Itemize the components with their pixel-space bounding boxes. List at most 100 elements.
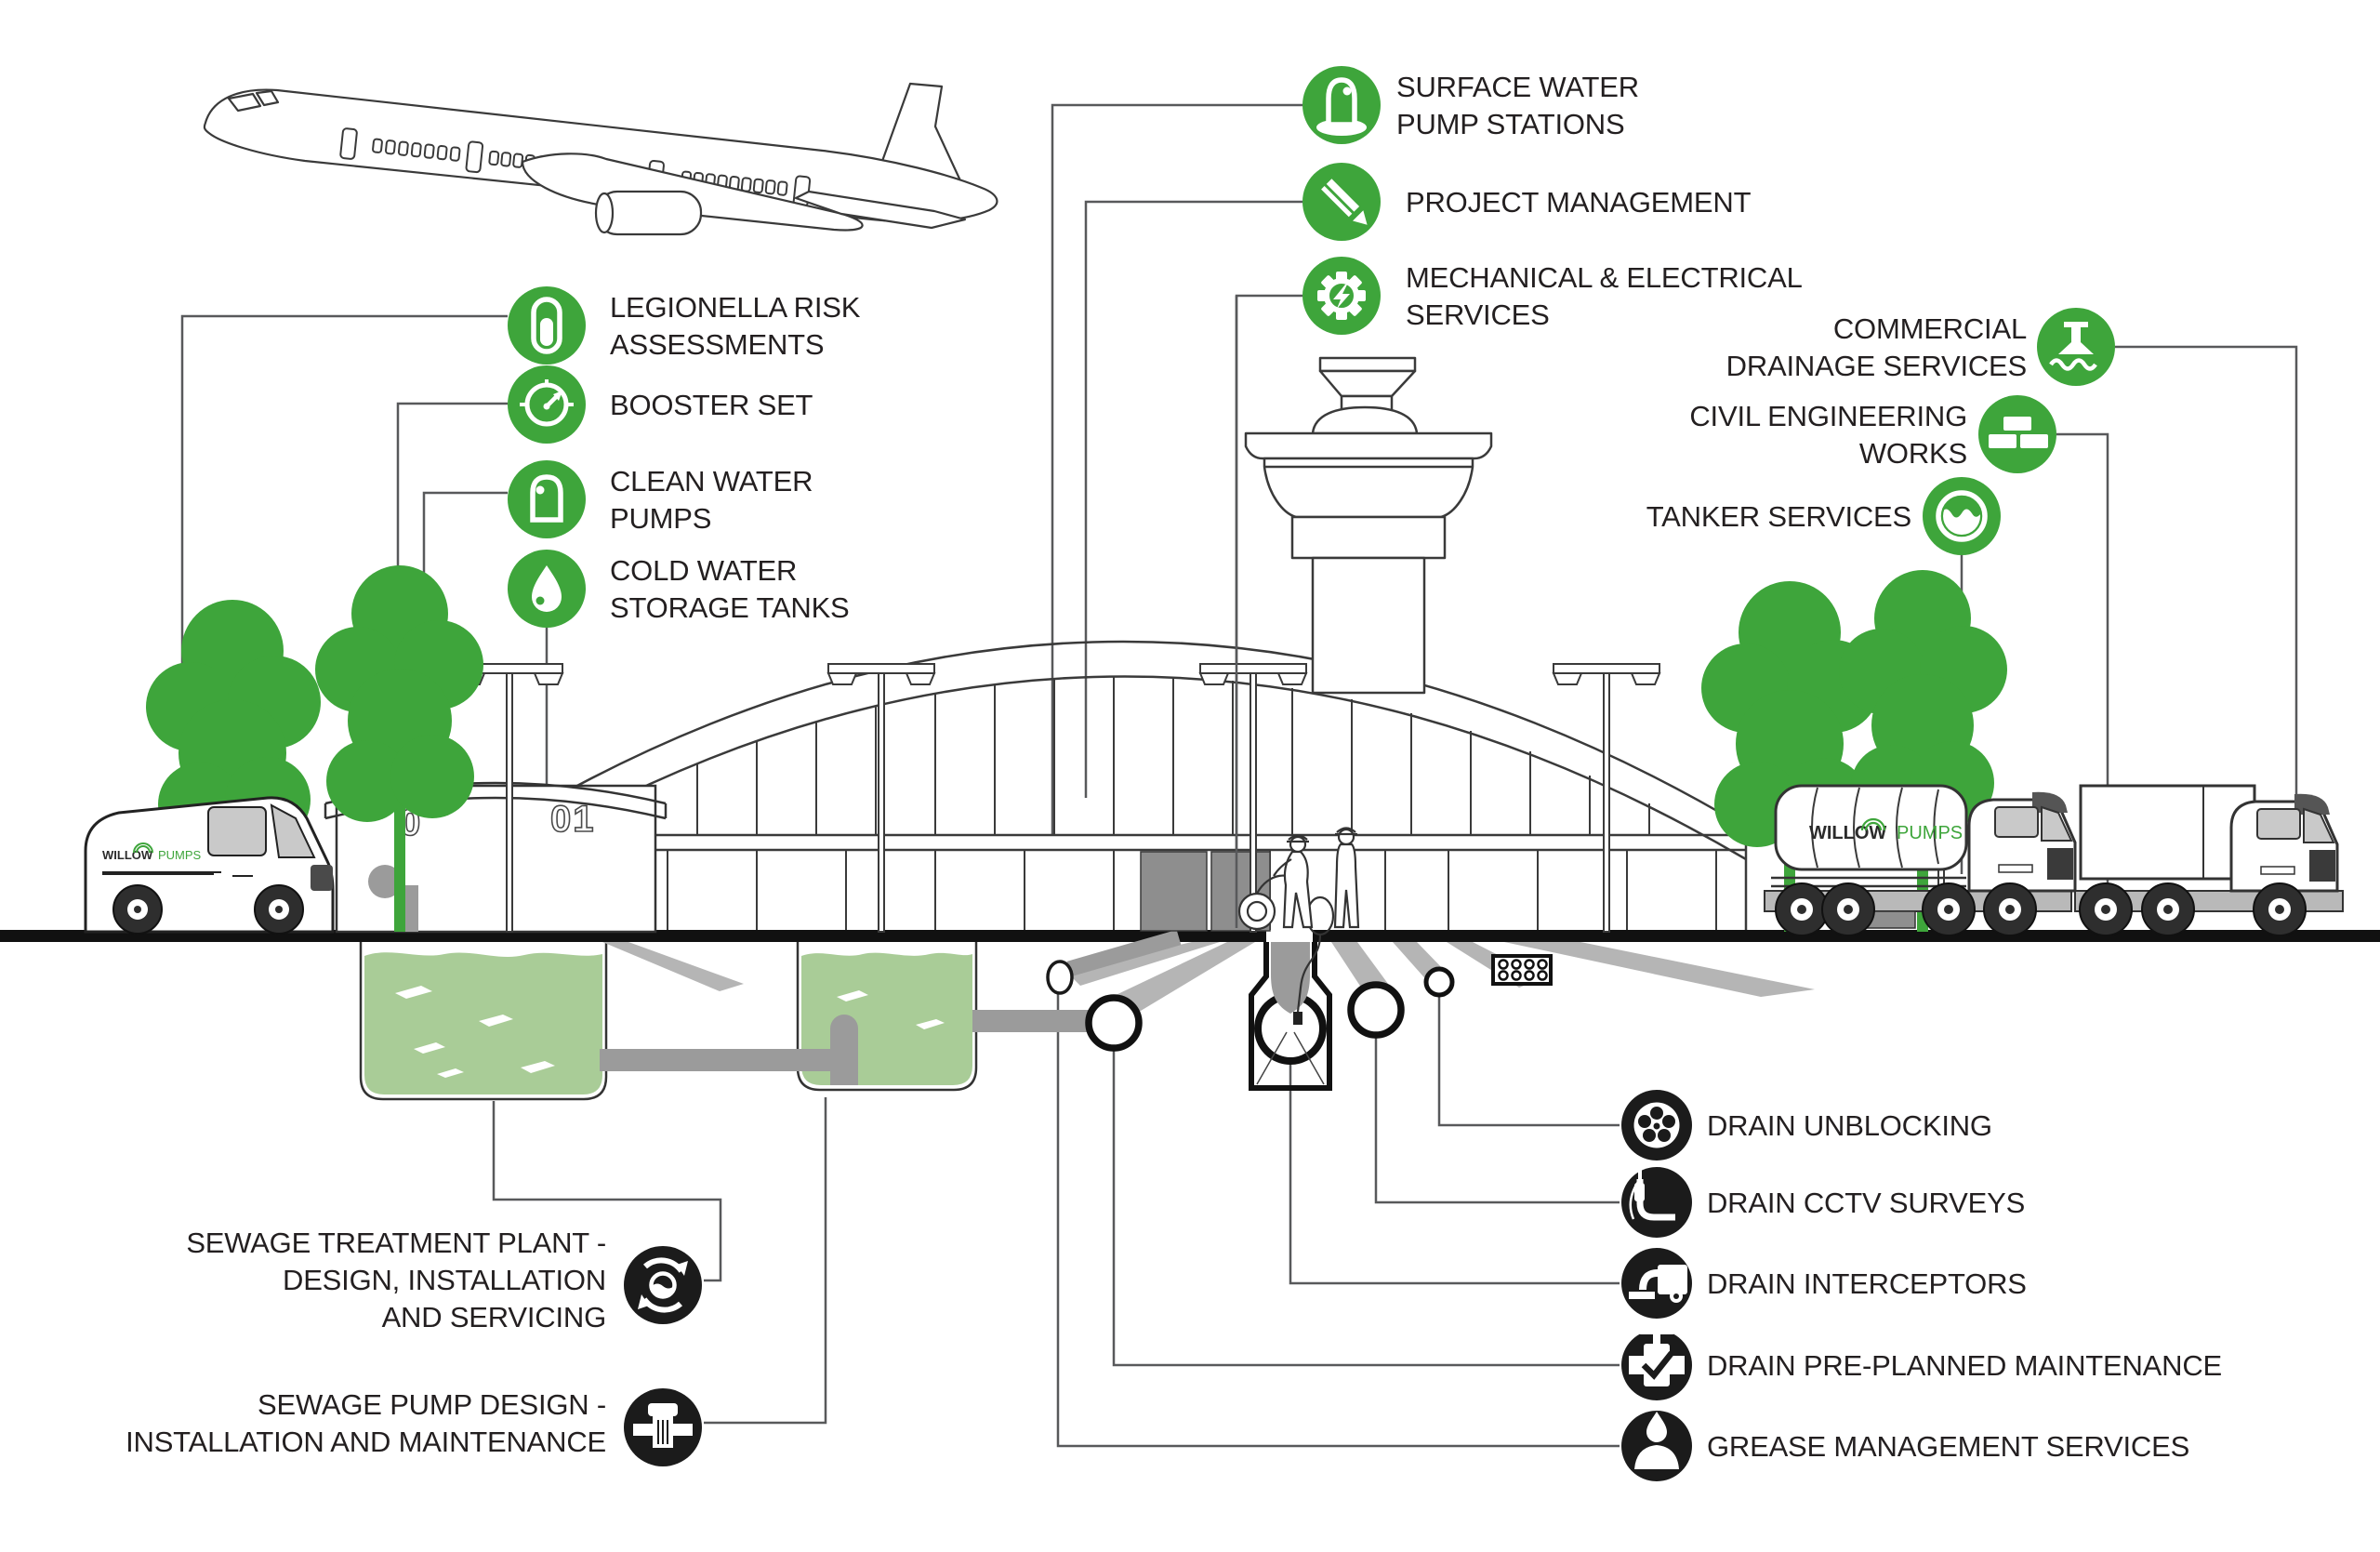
leader-sewage-treatment xyxy=(492,1101,722,1282)
worker-bending xyxy=(1273,834,1314,929)
label-cold-water-2: STORAGE TANKS xyxy=(610,591,850,624)
tower-cab-roof xyxy=(1244,431,1493,460)
label-civil-1: CIVIL ENGINEERING xyxy=(1689,400,1967,432)
tanker-trim xyxy=(1998,864,2033,873)
airplane-cockpit-windows xyxy=(227,89,280,113)
leader-civil-engineering xyxy=(2056,432,2109,913)
label-drain-unblocking: DRAIN UNBLOCKING xyxy=(1707,1109,1992,1142)
label-mech-elec-2: SERVICES xyxy=(1406,298,1550,331)
leader-project-management xyxy=(1084,200,1302,798)
inlet-pipe-diagonal xyxy=(1066,929,1182,977)
outlet-pipe xyxy=(972,1010,1093,1032)
hose-nozzle xyxy=(1293,1012,1302,1025)
tank-number-01: 01 xyxy=(550,799,596,840)
tower-block xyxy=(1290,515,1447,560)
box-truck-windshield xyxy=(2303,807,2335,843)
label-commercial-1: COMMERCIAL xyxy=(1833,312,2027,345)
pump-station-icon xyxy=(1302,66,1381,144)
label-project-management: PROJECT MANAGEMENT xyxy=(1406,186,1752,219)
gooseneck-pump-ball xyxy=(368,865,402,898)
water-drop-icon xyxy=(508,550,586,628)
fascia-band xyxy=(519,833,1746,852)
box-truck xyxy=(2074,784,2344,936)
label-legionella-1: LEGIONELLA RISK xyxy=(610,291,861,324)
label-sewage-treatment-1: SEWAGE TREATMENT PLANT - xyxy=(186,1227,606,1259)
van-logo-pumps: PUMPS xyxy=(158,848,202,862)
tanker-wheels xyxy=(1775,882,2037,936)
interceptor-braces xyxy=(1256,1031,1325,1085)
label-surface-water-2: PUMP STATIONS xyxy=(1396,108,1624,140)
label-mech-elec-1: MECHANICAL & ELECTRICAL xyxy=(1406,261,1803,294)
box-truck-front-panel xyxy=(2309,850,2335,882)
test-tube-icon xyxy=(508,286,586,365)
grease-trap-icon xyxy=(1621,1411,1692,1481)
label-drain-cctv: DRAIN CCTV SURVEYS xyxy=(1707,1187,2025,1219)
van-wheels xyxy=(112,884,304,935)
tower-antenna-box xyxy=(1318,356,1417,373)
leader-commercial-drainage xyxy=(2115,345,2298,913)
leader-surface-water xyxy=(1051,103,1302,834)
airplane-engine-intake xyxy=(594,192,615,234)
label-sewage-pump-1: SEWAGE PUMP DESIGN - xyxy=(258,1388,606,1421)
box-truck-body xyxy=(2079,784,2256,881)
label-cold-water-1: COLD WATER xyxy=(610,554,797,587)
tanker-side-window xyxy=(1994,806,2039,838)
van-grille xyxy=(311,865,333,891)
label-surface-water-1: SURFACE WATER xyxy=(1396,71,1639,103)
tree xyxy=(1701,581,1880,932)
tower-antenna-funnel xyxy=(1318,369,1417,398)
leader-drain-interceptors xyxy=(1289,1041,1620,1285)
worker-standing xyxy=(1333,827,1360,929)
tower-shaft xyxy=(1311,556,1426,695)
drain-runs xyxy=(602,942,1815,1014)
pump-icon xyxy=(508,460,586,538)
label-drain-interceptors: DRAIN INTERCEPTORS xyxy=(1707,1267,2027,1300)
airplane-wing xyxy=(521,153,864,232)
cctv-pipe-icon xyxy=(1621,1167,1692,1238)
interceptor-truck-icon xyxy=(1621,1248,1692,1319)
leader-drain-unblocking xyxy=(1437,988,1620,1127)
underground xyxy=(359,929,1815,1101)
roof-arch-inner xyxy=(518,675,1747,861)
rodding-wheel-icon xyxy=(1621,1090,1692,1161)
control-tower xyxy=(1244,356,1493,695)
van-logo-willow: WILLOW xyxy=(102,848,153,862)
sewage-pump-icon xyxy=(624,1388,702,1466)
tanker-barrel xyxy=(1774,784,1968,871)
label-sewage-treatment-2: DESIGN, INSTALLATION xyxy=(283,1264,606,1296)
maintenance-workers xyxy=(1237,827,1360,1025)
tanker-logo-willow: WILLOW xyxy=(1809,823,1886,843)
label-civil-2: WORKS xyxy=(1859,437,1967,470)
van-windshield xyxy=(270,803,316,858)
leader-drain-cctv xyxy=(1374,1023,1620,1204)
pencil-icon xyxy=(1302,163,1381,241)
bricks-icon xyxy=(1978,395,2056,473)
glazing-mullions xyxy=(577,676,1650,835)
transfer-pipe xyxy=(600,1049,844,1071)
label-drain-preplanned: DRAIN PRE-PLANNED MAINTENANCE xyxy=(1707,1349,2222,1382)
tanker-barrel-seams xyxy=(1811,787,1939,869)
gear-bolt-icon xyxy=(1302,257,1381,335)
recycle-tank-icon xyxy=(624,1246,702,1324)
pipe-section-1 xyxy=(1085,994,1143,1052)
label-sewage-treatment-3: AND SERVICING xyxy=(382,1301,606,1333)
van-logo: WILLOW PUMPS xyxy=(102,842,221,873)
leader-grease-management xyxy=(1056,982,1620,1448)
gauge-icon xyxy=(508,365,586,444)
terminal-building xyxy=(517,640,1748,932)
valve-check-icon xyxy=(1621,1327,1692,1400)
van-body-line xyxy=(102,873,253,877)
tanker-windshield xyxy=(2041,805,2073,842)
tanker-logo: WILLOW PUMPS xyxy=(1809,817,1963,843)
tanker-truck: WILLOW PUMPS xyxy=(1764,784,2077,936)
tree xyxy=(315,565,483,932)
trees-left xyxy=(146,565,483,932)
tanker-waves-icon xyxy=(1923,477,2001,555)
leader-sewage-pump xyxy=(704,1097,827,1425)
airplane-stabilizer xyxy=(794,190,967,230)
label-grease-management: GREASE MANAGEMENT SERVICES xyxy=(1707,1430,2189,1463)
pipe-end-small-right xyxy=(1423,966,1455,998)
black-service-icons: SEWAGE TREATMENT PLANT - DESIGN, INSTALL… xyxy=(126,1090,2222,1481)
